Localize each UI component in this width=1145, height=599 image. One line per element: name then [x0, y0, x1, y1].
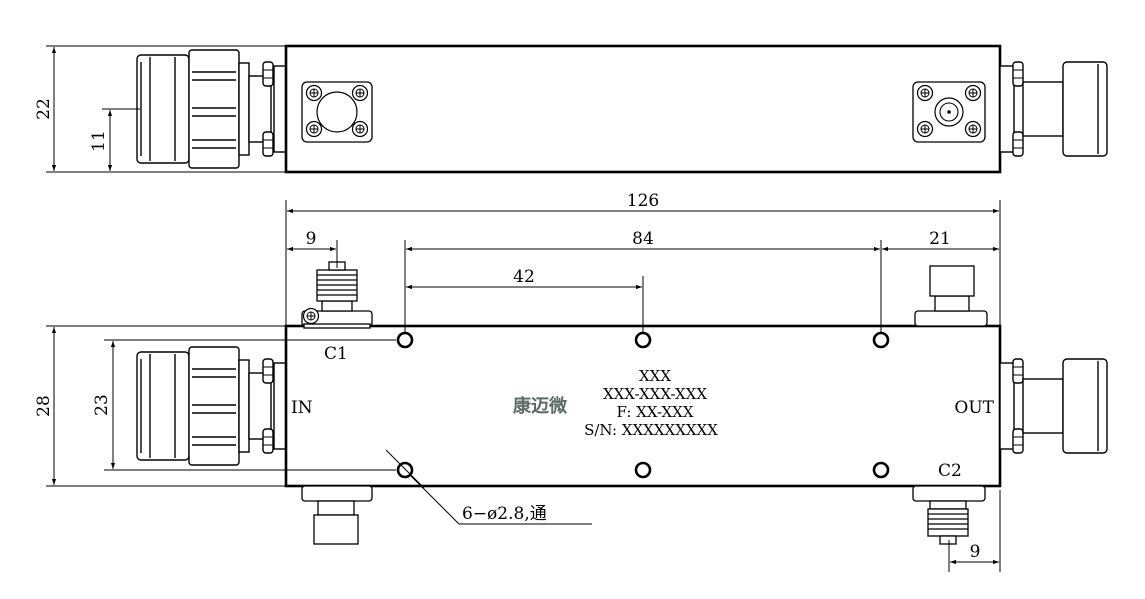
termination-bottom-left: [301, 485, 373, 545]
label-line-1: XXX: [639, 367, 671, 385]
right-connector-side: [999, 61, 1108, 157]
port-c1-label: C1: [324, 344, 348, 364]
mounting-hole: [396, 331, 414, 349]
label-line-2: XXX-XXX-XXX: [603, 385, 707, 403]
dim-hole-height: 23: [92, 394, 112, 416]
mounting-hole: [634, 461, 652, 479]
mounting-hole: [634, 331, 652, 349]
dim-right-port-offset: 9: [970, 542, 981, 562]
port-c2-label: C2: [938, 461, 962, 481]
mounting-hole: [872, 461, 890, 479]
right-connector-front: [999, 358, 1108, 454]
c2-sma-connector: [912, 485, 986, 545]
right-flange-side: [912, 81, 986, 143]
dim-side-center: 11: [89, 130, 109, 152]
port-in-label: IN: [291, 398, 313, 418]
mounting-holes: [396, 331, 890, 479]
dim-right-offset: 21: [929, 229, 951, 249]
dim-left-port-offset: 9: [306, 229, 317, 249]
mounting-hole: [872, 331, 890, 349]
left-n-connector-side: [136, 49, 287, 169]
c1-sma-connector: [301, 261, 373, 329]
dim-front-height: 28: [34, 395, 54, 417]
hole-callout: 6−ø2.8,通: [462, 504, 547, 524]
left-flange-side: [301, 81, 373, 143]
left-n-connector-front: [136, 346, 287, 466]
termination-top-right: [914, 265, 988, 327]
front-view: 康迈微 XXX XXX-XXX-XXX F: XX-XXX S/N: XXXXX…: [34, 191, 1108, 572]
brand-logo: 康迈微: [513, 395, 567, 417]
dim-overall-length: 126: [627, 191, 659, 211]
dim-hole-half: 42: [513, 267, 535, 287]
side-dimensions: [46, 45, 286, 173]
dim-hole-span: 84: [632, 229, 654, 249]
side-view: 22 11: [34, 44, 1108, 174]
side-view-body: [284, 44, 1002, 174]
front-dimensions: [46, 200, 1001, 572]
label-line-4: S/N: XXXXXXXXX: [584, 421, 718, 439]
port-out-label: OUT: [954, 398, 994, 418]
label-line-3: F: XX-XXX: [616, 403, 693, 421]
dim-side-height: 22: [34, 98, 54, 120]
mounting-hole: [396, 461, 414, 479]
front-view-body: [284, 324, 1002, 488]
hole-callout-leader: [385, 449, 592, 525]
